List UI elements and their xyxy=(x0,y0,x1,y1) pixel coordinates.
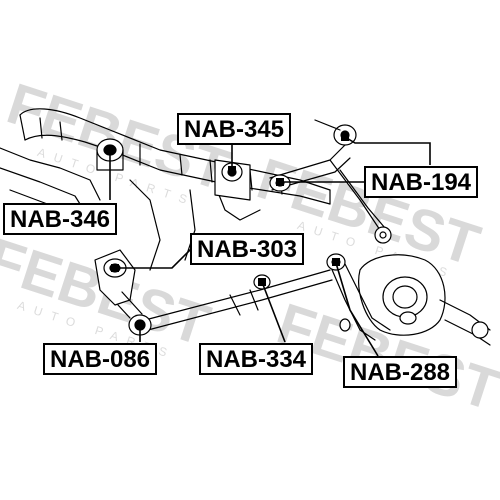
label-nab-194[interactable]: NAB-194 xyxy=(364,166,479,198)
marker-nab-334 xyxy=(258,278,266,286)
marker-nab-086 xyxy=(136,321,144,329)
part-markers xyxy=(106,133,349,329)
lateral-link-nab-334 xyxy=(144,269,333,331)
label-nab-346[interactable]: NAB-346 xyxy=(3,203,118,235)
marker-nab-303 xyxy=(111,264,119,272)
marker-nab-346 xyxy=(106,146,114,154)
marker-nab-194-lower xyxy=(276,178,284,186)
label-nab-086[interactable]: NAB-086 xyxy=(43,343,158,375)
label-nab-334[interactable]: NAB-334 xyxy=(199,343,314,375)
marker-nab-288 xyxy=(332,258,340,266)
leader-lines xyxy=(109,136,431,357)
leader-nab-303 xyxy=(115,247,193,269)
label-nab-345[interactable]: NAB-345 xyxy=(177,113,292,145)
label-nab-288[interactable]: NAB-288 xyxy=(343,356,458,388)
leader-nab-288 xyxy=(335,262,379,357)
leader-nab-334 xyxy=(261,281,286,343)
label-nab-303[interactable]: NAB-303 xyxy=(190,233,305,265)
knuckle-hub xyxy=(358,254,491,346)
marker-nab-345 xyxy=(228,166,236,174)
marker-nab-194-upper xyxy=(341,133,349,141)
leader-nab-194-upper xyxy=(344,136,431,165)
